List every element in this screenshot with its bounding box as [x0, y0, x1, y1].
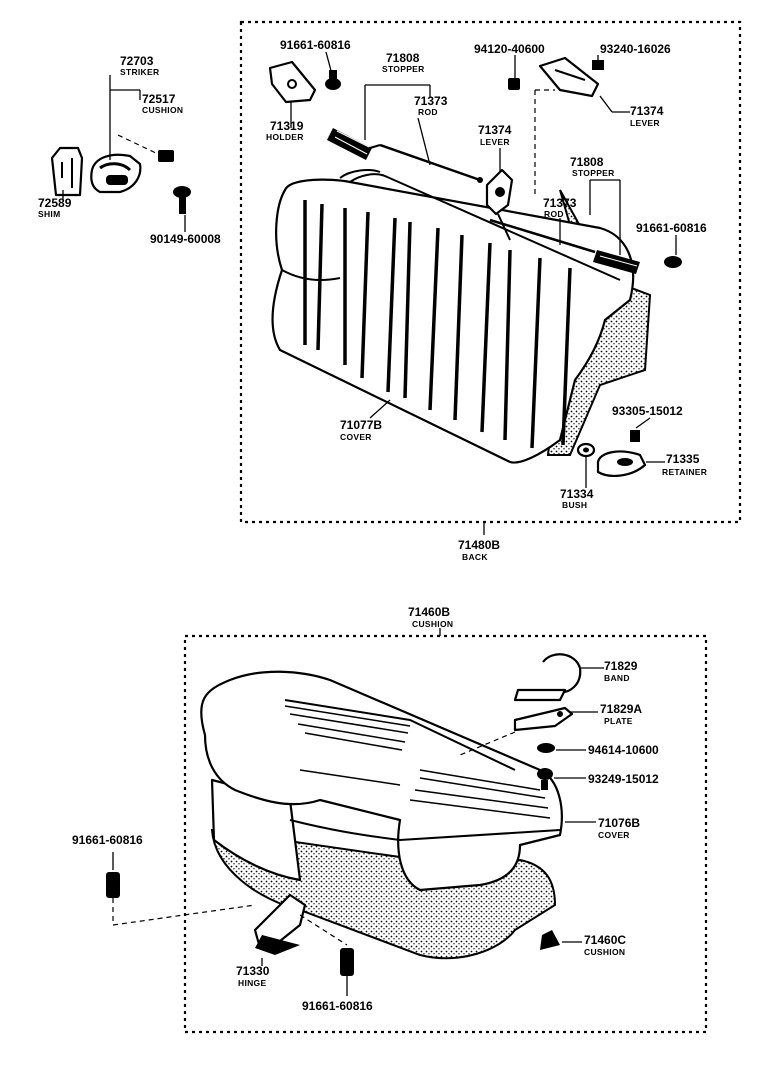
label-screw-top-number: 91661-60816 — [280, 38, 351, 52]
label-striker-name: STRIKER — [120, 67, 159, 77]
back-stripes — [303, 200, 572, 449]
label-lever-right-number: 71374 — [630, 104, 664, 118]
retainer-part — [596, 430, 647, 477]
label-plate-number: 71829A — [600, 702, 642, 716]
plate-part — [513, 706, 574, 732]
label-cushion-assembly-number: 71460B — [408, 605, 450, 619]
seat-back-cover — [271, 169, 652, 464]
screw-top — [325, 70, 341, 90]
screw-bottom-part — [340, 948, 354, 976]
label-cushion-assembly-name: CUSHION — [412, 619, 453, 629]
label-nut-lower-number: 94614-10600 — [588, 743, 659, 757]
label-screw-bottom-number: 91661-60816 — [302, 999, 373, 1013]
label-holder-name: HOLDER — [266, 132, 304, 142]
label-lever-center-name: LEVER — [480, 137, 510, 147]
cushion-small-part — [158, 150, 174, 162]
lower-labels: 71829 BAND 71829A PLATE 94614-10600 9324… — [72, 659, 659, 1013]
upper-leaders — [62, 51, 677, 535]
label-retainer-name: RETAINER — [662, 467, 707, 477]
label-screw-retainer-number: 93305-15012 — [612, 404, 683, 418]
seat-cushion-cover — [200, 670, 563, 960]
label-holder-number: 71319 — [270, 119, 304, 133]
label-back-assembly-name: BACK — [462, 552, 488, 562]
upper-labels: 72703 STRIKER 72517 CUSHION 72589 SHIM 9… — [38, 38, 707, 562]
nut-lower — [537, 743, 555, 753]
bush-part — [576, 442, 596, 458]
upper-group: 72703 STRIKER 72517 CUSHION 72589 SHIM 9… — [38, 20, 742, 562]
label-plate-name: PLATE — [604, 716, 633, 726]
label-shim-name: SHIM — [38, 209, 60, 219]
label-cushion-number: 72517 — [142, 92, 176, 106]
label-retainer-number: 71335 — [666, 452, 700, 466]
label-rod-left-name: ROD — [418, 107, 438, 117]
cushion-assembly-frame — [183, 634, 708, 1034]
label-band-number: 71829 — [604, 659, 638, 673]
label-hinge-name: HINGE — [238, 978, 266, 988]
bolt-part — [173, 186, 191, 214]
label-stopper-right-number: 71808 — [570, 155, 604, 169]
label-rod-right-number: 71373 — [543, 196, 577, 210]
label-rod-left-number: 71373 — [414, 94, 448, 108]
label-stopper-left-number: 71808 — [386, 51, 420, 65]
label-band-name: BAND — [604, 673, 630, 683]
lower-leaders — [112, 667, 604, 996]
label-shim-number: 72589 — [38, 196, 72, 210]
nut-top — [508, 78, 520, 90]
holder-part — [268, 60, 317, 104]
lever-right-part — [538, 56, 604, 98]
label-bush-name: BUSH — [562, 500, 587, 510]
label-screw-right-number: 91661-60816 — [636, 221, 707, 235]
cushion-pad-part — [540, 930, 560, 950]
label-cushion-name: CUSHION — [142, 105, 183, 115]
screw-right — [664, 256, 682, 268]
screw-lower — [537, 768, 553, 790]
label-cushion-pad-name: CUSHION — [584, 947, 625, 957]
striker-part — [90, 153, 142, 194]
label-stopper-right-name: STOPPER — [572, 168, 615, 178]
screw-left-part — [106, 872, 120, 898]
band-part — [513, 653, 582, 702]
label-bolt-number: 90149-60008 — [150, 232, 221, 246]
label-lever-center-number: 71374 — [478, 123, 512, 137]
label-screw-left-number: 91661-60816 — [72, 833, 143, 847]
hinge-part — [253, 893, 307, 955]
cushion-stripes — [284, 705, 551, 819]
label-rod-right-name: ROD — [544, 209, 564, 219]
label-screw-lower-number: 93249-15012 — [588, 772, 659, 786]
label-cover-back-name: COVER — [340, 432, 372, 442]
label-stopper-left-name: STOPPER — [382, 64, 425, 74]
label-cover-back-number: 71077B — [340, 418, 382, 432]
stopper-right-part — [593, 250, 640, 274]
label-hinge-number: 71330 — [236, 964, 270, 978]
label-cushion-pad-number: 71460C — [584, 933, 626, 947]
label-lever-right-name: LEVER — [630, 118, 660, 128]
rod-right-part — [489, 218, 596, 254]
label-bush-number: 71334 — [560, 487, 594, 501]
stopper-left-part — [327, 128, 372, 160]
shim-part — [50, 146, 84, 197]
lever-center-part — [485, 168, 514, 241]
back-assembly-frame — [239, 20, 742, 524]
label-cover-cushion-number: 71076B — [598, 816, 640, 830]
label-back-assembly-number: 71480B — [458, 538, 500, 552]
lower-group: 71460B CUSHION — [72, 605, 708, 1034]
label-cover-cushion-name: COVER — [598, 830, 630, 840]
label-nut-top-number: 94120-40600 — [474, 42, 545, 56]
label-striker-number: 72703 — [120, 54, 154, 68]
label-pin-number: 93240-16026 — [600, 42, 671, 56]
